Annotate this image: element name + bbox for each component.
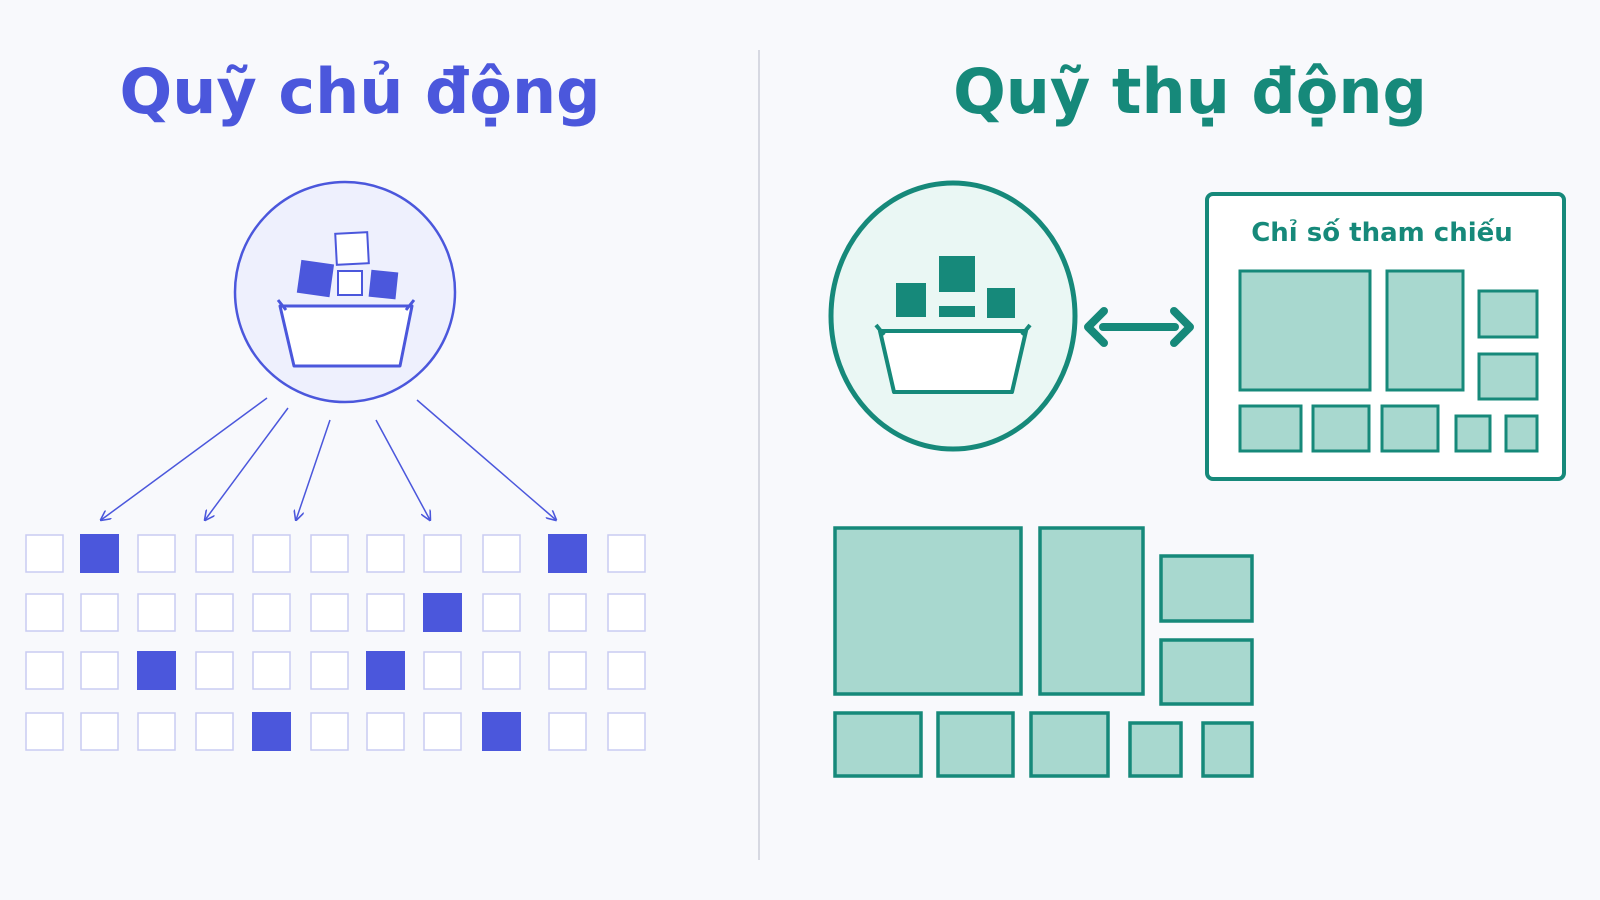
fund-holding-block bbox=[936, 711, 1015, 778]
stock-cell bbox=[607, 712, 646, 751]
index-holding-block bbox=[1311, 404, 1371, 453]
benchmark-index-panel: Chỉ số tham chiếu bbox=[1205, 192, 1566, 481]
stock-cell bbox=[607, 593, 646, 632]
stock-cell bbox=[80, 593, 119, 632]
selected-stock-cell bbox=[252, 712, 291, 751]
index-holding-block bbox=[1504, 414, 1539, 453]
index-holding-block bbox=[1477, 352, 1539, 401]
fund-holding-block bbox=[1128, 721, 1183, 778]
selected-stock-cell bbox=[482, 712, 521, 751]
stock-cell bbox=[607, 651, 646, 690]
stock-cell bbox=[310, 651, 349, 690]
selection-arrow bbox=[205, 407, 289, 520]
stock-cell bbox=[423, 534, 462, 573]
selected-stock-cell bbox=[423, 593, 462, 632]
stock-cell bbox=[25, 593, 64, 632]
stock-cell bbox=[310, 712, 349, 751]
stock-cell bbox=[195, 712, 234, 751]
stock-cell bbox=[80, 651, 119, 690]
stock-cell bbox=[252, 651, 291, 690]
selection-arrows bbox=[101, 397, 556, 520]
stock-cell bbox=[423, 651, 462, 690]
stock-cell bbox=[137, 712, 176, 751]
stock-cell bbox=[366, 712, 405, 751]
index-holding-block bbox=[1380, 404, 1440, 453]
double-arrow-icon bbox=[1084, 307, 1194, 347]
fund-holding-block bbox=[1038, 526, 1145, 696]
index-holding-block bbox=[1454, 414, 1492, 453]
selection-arrow bbox=[296, 419, 331, 520]
fund-holding-block bbox=[833, 526, 1023, 696]
stock-cell bbox=[137, 593, 176, 632]
stock-cell bbox=[607, 534, 646, 573]
stock-cell bbox=[252, 534, 291, 573]
passive-fund-section: Chỉ số tham chiếu bbox=[828, 180, 1566, 778]
selected-stock-cell bbox=[137, 651, 176, 690]
passive-fund-title: Quỹ thụ động bbox=[953, 55, 1427, 128]
stock-cell bbox=[195, 651, 234, 690]
index-holding-block bbox=[1477, 289, 1539, 339]
selection-arrow bbox=[101, 397, 268, 520]
selection-arrow bbox=[375, 419, 430, 520]
index-holding-block bbox=[1238, 269, 1372, 392]
section-divider bbox=[758, 50, 760, 860]
stock-cell bbox=[366, 534, 405, 573]
stock-cell bbox=[252, 593, 291, 632]
fund-holding-block bbox=[1029, 711, 1110, 778]
stock-cell bbox=[548, 712, 587, 751]
stock-cell bbox=[310, 534, 349, 573]
stock-cell bbox=[548, 593, 587, 632]
selected-stock-cell bbox=[366, 651, 405, 690]
selected-stock-cell bbox=[548, 534, 587, 573]
fund-holding-block bbox=[1159, 554, 1254, 623]
stock-cell bbox=[482, 593, 521, 632]
stock-cell bbox=[423, 712, 462, 751]
fund-holding-block bbox=[833, 711, 923, 778]
fund-holding-block bbox=[1201, 721, 1254, 778]
benchmark-index-label: Chỉ số tham chiếu bbox=[1251, 217, 1513, 248]
index-holding-block bbox=[1385, 269, 1465, 392]
stock-cell bbox=[25, 712, 64, 751]
stock-cell bbox=[366, 593, 405, 632]
active-fund-title: Quỹ chủ động bbox=[119, 55, 601, 128]
stock-cell bbox=[548, 651, 587, 690]
basket-with-boxes-icon bbox=[276, 231, 416, 368]
active-fund-section bbox=[25, 180, 646, 751]
index-holding-block bbox=[1238, 404, 1303, 453]
fund-holdings bbox=[833, 526, 1254, 778]
stock-cell bbox=[137, 534, 176, 573]
stock-cell bbox=[482, 534, 521, 573]
stock-cell bbox=[25, 651, 64, 690]
stock-cell bbox=[80, 712, 119, 751]
fund-holding-block bbox=[1159, 638, 1254, 706]
stock-cell bbox=[195, 534, 234, 573]
selected-stock-cell bbox=[80, 534, 119, 573]
basket-with-boxes-icon bbox=[874, 256, 1032, 394]
stock-cell bbox=[310, 593, 349, 632]
stock-cell bbox=[195, 593, 234, 632]
stock-cell bbox=[25, 534, 64, 573]
stock-grid bbox=[25, 534, 646, 751]
selection-arrow bbox=[416, 399, 556, 520]
index-holdings bbox=[1238, 269, 1539, 453]
stock-cell bbox=[482, 651, 521, 690]
